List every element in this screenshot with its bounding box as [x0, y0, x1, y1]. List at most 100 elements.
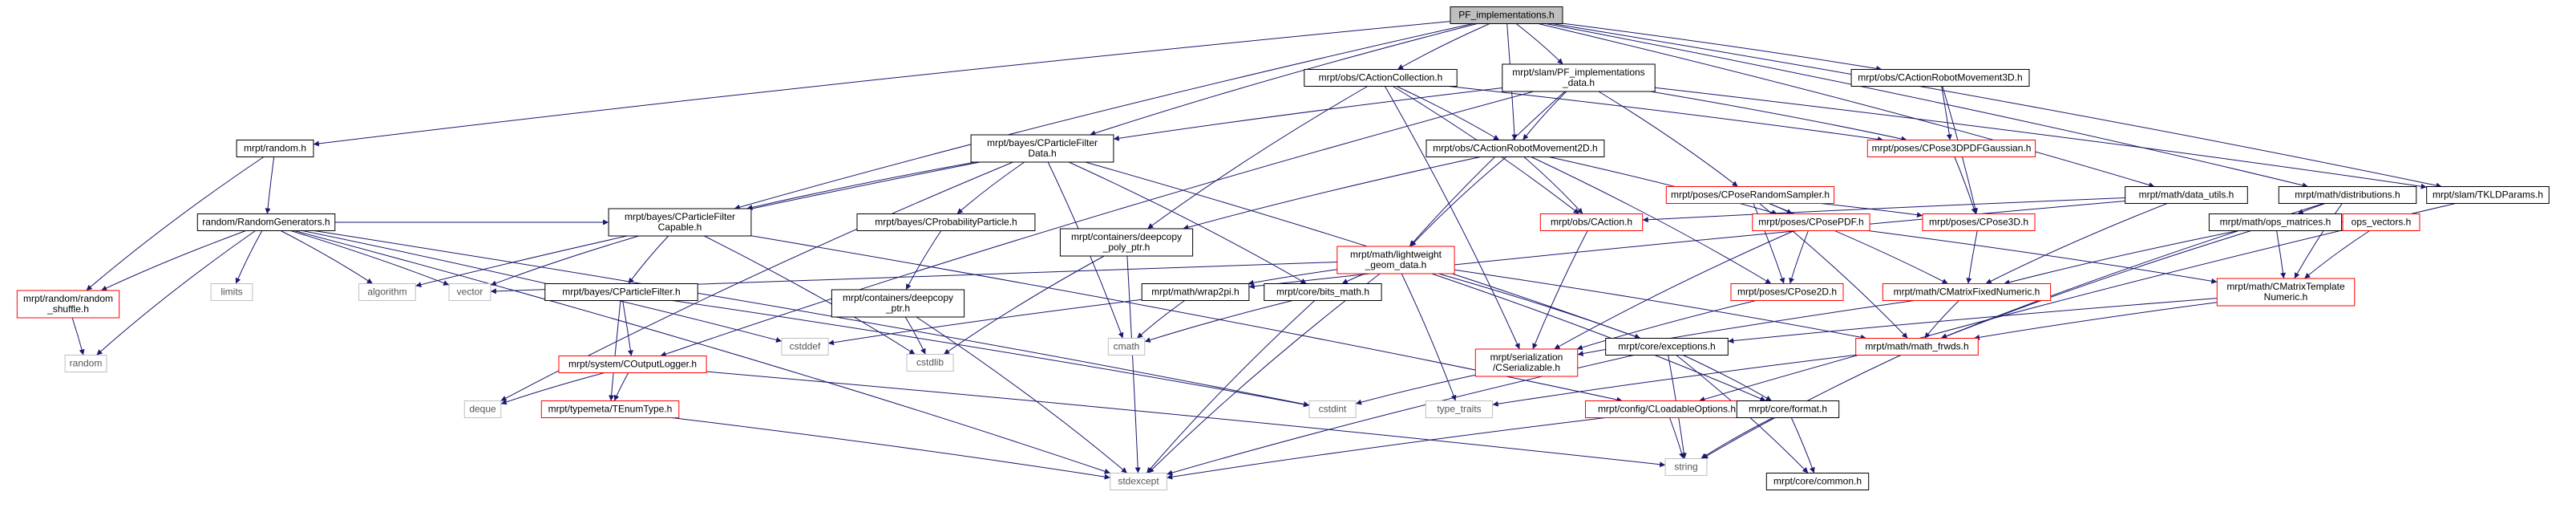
node-math_wrap[interactable]: mrpt/math/wrap2pi.h	[1141, 283, 1250, 301]
node-bayes_cpf[interactable]: mrpt/bayes/CParticleFilter.h	[544, 283, 698, 301]
node-poses_cppdf[interactable]: mrpt/poses/CPosePDF.h	[1752, 213, 1870, 231]
edge-obs_carm2d-to-cont_dcp	[1183, 156, 1481, 230]
node-slam_pfi[interactable]: mrpt/slam/PF_implementations_data.h	[1502, 63, 1656, 92]
edge-pf_impl-to-obs_cac	[1397, 23, 1490, 70]
edge-cont_dcp-to-cstdlib	[943, 255, 1105, 355]
node-cont_dcptr[interactable]: mrpt/containers/deepcopy_ptr.h	[831, 289, 965, 318]
node-obs_carm2d[interactable]: mrpt/obs/CActionRobotMovement2D.h	[1425, 140, 1605, 157]
edge-obs_carm2d-to-poses_cppdf	[1548, 156, 1778, 215]
node-sys_col[interactable]: mrpt/system/COutputLogger.h	[558, 356, 707, 373]
edge-bayes_cpfd-to-bayes_cpfc	[746, 161, 976, 210]
node-label: mrpt/math/CMatrixTemplate	[2226, 281, 2345, 292]
node-label: cstdint	[1319, 404, 1347, 415]
edge-rand_gen-to-random	[96, 230, 256, 356]
node-poses_cp2d[interactable]: mrpt/poses/CPose2D.h	[1730, 283, 1844, 301]
node-box	[64, 355, 107, 372]
node-slam_tkld[interactable]: mrpt/slam/TKLDParams.h	[2426, 186, 2550, 204]
edge-pf_impl-to-math_du	[1538, 23, 2155, 188]
node-math_cmfn[interactable]: mrpt/math/CMatrixFixedNumeric.h	[1882, 283, 2052, 301]
node-box	[1922, 213, 2036, 231]
node-random_h[interactable]: mrpt/random.h	[236, 140, 314, 157]
node-core_exc[interactable]: mrpt/core/exceptions.h	[1605, 338, 1729, 356]
edge-obs_cac-to-cont_dcp	[1147, 86, 1369, 230]
edge-math_opsm-to-math_mfwd	[1941, 230, 2251, 339]
edge-math_du-to-math_cmfn	[1985, 203, 2168, 284]
node-label: mrpt/obs/CActionCollection.h	[1319, 72, 1443, 83]
node-math_opsm[interactable]: mrpt/math/ops_matrices.h	[2208, 213, 2343, 231]
node-cfg_clo[interactable]: mrpt/config/CLoadableOptions.h	[1585, 400, 1749, 418]
node-poses_cp3dpdfg[interactable]: mrpt/poses/CPose3DPDFGaussian.h	[1866, 140, 2036, 157]
node-poses_cp3d[interactable]: mrpt/poses/CPose3D.h	[1922, 213, 2036, 231]
node-box	[608, 208, 752, 237]
node-box	[463, 400, 502, 418]
node-label: cstdlib	[916, 357, 944, 368]
edge-rand_gen-to-rand_shuffle	[100, 230, 246, 291]
node-box	[236, 140, 314, 157]
edge-math_wrap-to-cmath	[1136, 300, 1185, 339]
edge-bayes_cpf-to-cstdint	[672, 300, 1310, 408]
node-box	[1110, 473, 1167, 490]
node-bayes_cprob[interactable]: mrpt/bayes/CProbabilityParticle.h	[856, 213, 1036, 231]
node-random: random	[64, 355, 107, 372]
edge-poses_cppdf-to-math_cmtn	[1868, 230, 2218, 284]
node-label: /CSerializable.h	[1493, 362, 1560, 373]
node-box	[2426, 186, 2550, 204]
node-obs_caction[interactable]: mrpt/obs/CAction.h	[1539, 213, 1644, 231]
edge-obs_carm2d-to-obs_caction	[1523, 156, 1583, 214]
node-cont_dcp[interactable]: mrpt/containers/deepcopy_poly_ptr.h	[1059, 228, 1194, 257]
node-label: vector	[457, 287, 483, 298]
edge-poses_crs-to-poses_cp2d	[1753, 203, 1785, 284]
node-box	[1141, 283, 1250, 301]
edge-slam_pfi-to-obs_carm2d	[1523, 91, 1567, 140]
node-core_bits[interactable]: mrpt/core/bits_math.h	[1264, 283, 1382, 301]
node-core_common[interactable]: mrpt/core/common.h	[1765, 473, 1870, 490]
node-box	[1425, 400, 1494, 418]
node-label: deque	[469, 404, 496, 415]
edge-rand_gen-to-cstdint	[313, 230, 1310, 407]
node-label: mrpt/poses/CPose3DPDFGaussian.h	[1872, 143, 2032, 154]
node-box	[1450, 6, 1563, 24]
node-rand_shuffle[interactable]: mrpt/random/random_shuffle.h	[16, 290, 120, 319]
node-box	[906, 354, 954, 372]
node-ser_cser[interactable]: mrpt/serialization/CSerializable.h	[1474, 348, 1579, 377]
header-nodes: PF_implementations.h mrpt/random.h mrpt/ba…	[16, 6, 2550, 490]
node-box	[1304, 69, 1458, 87]
node-ops_vec[interactable]: ops_vectors.h	[2342, 213, 2420, 231]
node-typemeta[interactable]: mrpt/typemeta/TEnumType.h	[540, 400, 680, 418]
edge-pf_impl-to-math_dist	[1546, 23, 2308, 189]
node-box	[1866, 140, 2036, 157]
edge-bayes_cpfd-to-core_bits	[1068, 161, 1307, 284]
node-box	[1765, 473, 1870, 490]
node-label: mrpt/containers/deepcopy	[1071, 231, 1182, 242]
node-rand_gen[interactable]: random/RandomGenerators.h	[196, 213, 336, 231]
node-obs_cac[interactable]: mrpt/obs/CActionCollection.h	[1304, 69, 1458, 87]
node-label: _shuffle.h	[47, 303, 89, 315]
edge-rand_gen-to-vector	[290, 230, 450, 286]
node-math_lgd[interactable]: mrpt/math/lightweight_geom_data.h	[1337, 246, 1455, 274]
node-box	[1107, 338, 1146, 356]
edge-pf_impl-to-slam_pfi	[1515, 23, 1563, 65]
node-math_mfwd[interactable]: mrpt/math/math_frwds.h	[1855, 338, 1979, 356]
node-math_dist[interactable]: mrpt/math/distributions.h	[2278, 186, 2417, 204]
edge-bayes_cpf-to-sys_col	[622, 300, 633, 356]
node-pf_impl[interactable]: PF_implementations.h	[1450, 6, 1563, 24]
node-label: mrpt/core/common.h	[1773, 476, 1862, 487]
edge-math_opsm-to-math_cmfn	[2004, 230, 2238, 286]
edge-math_lgd-to-type_traits	[1401, 273, 1457, 401]
node-obs_carm3d[interactable]: mrpt/obs/CActionRobotMovement3D.h	[1850, 69, 2030, 87]
node-label: mrpt/bayes/CParticleFilter	[625, 211, 735, 222]
node-label: random/RandomGenerators.h	[202, 217, 330, 228]
node-deque: deque	[463, 400, 502, 418]
edge-pf_impl-to-obs_carm3d	[1562, 22, 1882, 71]
node-poses_crs[interactable]: mrpt/poses/CPoseRandomSampler.h	[1665, 186, 1835, 204]
node-core_fmt[interactable]: mrpt/core/format.h	[1736, 400, 1840, 418]
node-math_du[interactable]: mrpt/math/data_utils.h	[2125, 186, 2248, 204]
node-label: mrpt/math/distributions.h	[2295, 189, 2400, 201]
edge-cont_dcp-to-stdexcept	[1126, 255, 1141, 473]
node-label: mrpt/bayes/CParticleFilter	[987, 137, 1098, 148]
node-label: _poly_ptr.h	[1102, 242, 1151, 253]
